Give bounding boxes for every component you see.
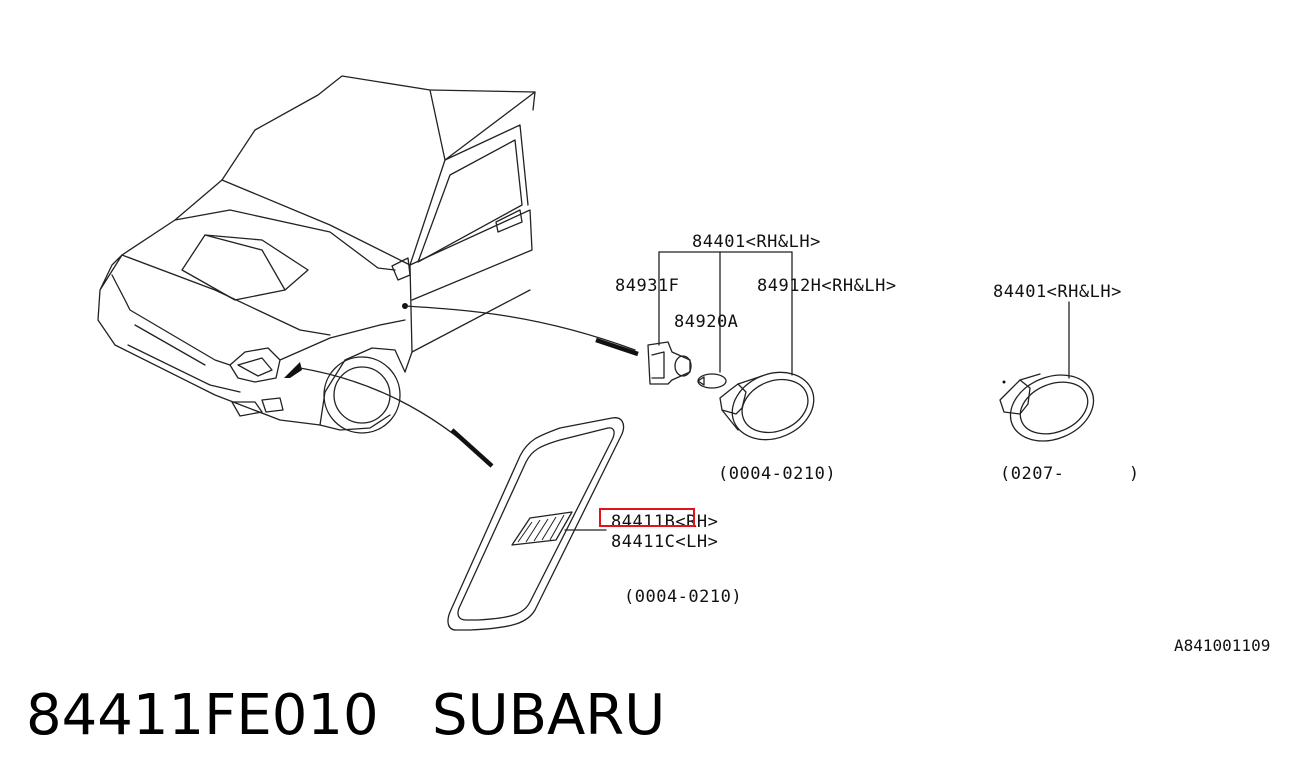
part-caption: 84411FE010 SUBARU (26, 684, 665, 748)
lamp-assembly-right (999, 301, 1095, 442)
label-range-assy-right: (0207- ) (1000, 464, 1140, 484)
car-illustration (97, 75, 536, 434)
label-lens: 84912H<RH&LH> (757, 276, 897, 296)
label-range-trim: (0004-0210) (624, 587, 742, 607)
callout-lines (299, 305, 639, 468)
label-trim-lh: 84411C<LH> (611, 532, 718, 552)
part-number: 84411FE010 (26, 683, 379, 748)
lamp-assembly-left (647, 251, 815, 441)
label-bulb: 84920A (674, 312, 738, 332)
label-assy-top: 84401<RH&LH> (692, 232, 821, 252)
drawing-reference: A841001109 (1174, 636, 1270, 655)
trim-panel (447, 417, 625, 631)
brand-name: SUBARU (432, 683, 666, 748)
label-range-assy-left: (0004-0210) (718, 464, 836, 484)
label-trim-rh[interactable]: 84411B<RH> (611, 512, 718, 532)
label-assy-right: 84401<RH&LH> (993, 282, 1122, 302)
part-highlight-box[interactable] (599, 508, 695, 527)
label-socket: 84931F (615, 276, 679, 296)
